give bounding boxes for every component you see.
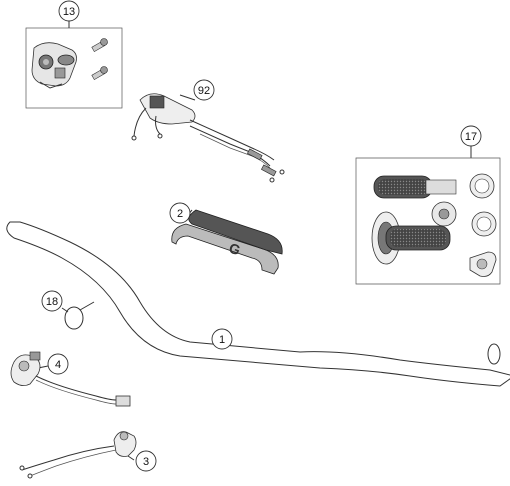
svg-text:18: 18	[46, 296, 58, 308]
callout-1: 1	[211, 328, 233, 350]
part-2-bar-pad: G	[171, 209, 283, 275]
part-1-handlebar	[6, 221, 510, 387]
svg-text:2: 2	[177, 208, 183, 220]
switch-housing-13	[31, 42, 77, 89]
callout-3: 3	[135, 450, 157, 472]
screw-icon	[91, 38, 108, 53]
screw-icon	[91, 66, 108, 81]
part-3-switch	[19, 431, 137, 479]
cam-ring-icon	[471, 211, 497, 237]
callout-17: 17	[460, 125, 482, 147]
throttle-tube-icon	[431, 201, 457, 227]
svg-text:3: 3	[143, 456, 149, 468]
svg-text:4: 4	[55, 359, 61, 371]
grip-icon	[373, 175, 457, 199]
callout-18: 18	[41, 290, 63, 312]
callout-2: 2	[169, 202, 191, 224]
part-4-switch	[10, 351, 131, 407]
svg-text:13: 13	[63, 6, 75, 18]
cam-ring-icon	[469, 173, 495, 199]
part-13-group	[25, 20, 123, 109]
svg-text:1: 1	[219, 334, 225, 346]
svg-text:92: 92	[198, 85, 210, 97]
part-92-throttle-cables	[131, 93, 285, 183]
callout-13: 13	[58, 0, 80, 22]
cam-ring-icon	[469, 251, 497, 277]
grip-icon	[371, 211, 451, 265]
part-17-grips-group	[355, 146, 501, 285]
callout-4: 4	[47, 353, 69, 375]
pad-logo: G	[227, 240, 242, 259]
svg-text:17: 17	[465, 131, 477, 143]
part-18-cable-tie	[61, 301, 95, 330]
callout-92: 92	[193, 79, 215, 101]
